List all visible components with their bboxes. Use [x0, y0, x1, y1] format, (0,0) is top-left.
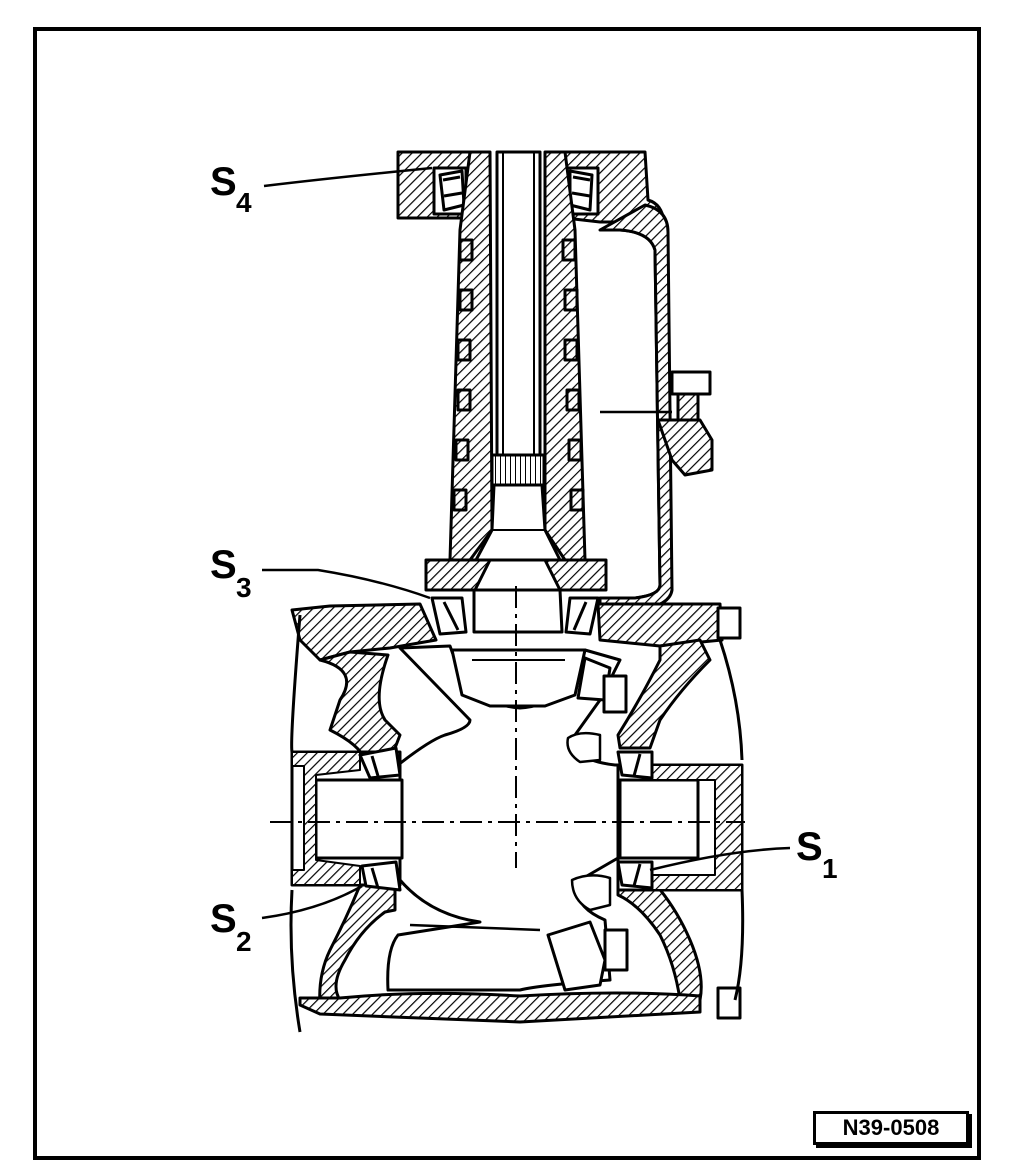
reference-code: N39-0508: [813, 1111, 969, 1145]
bearing-s4-left: [432, 166, 468, 216]
bearing-s1-upper: [616, 750, 654, 780]
label-s1: S 1: [796, 825, 838, 884]
label-s3: S 3: [210, 543, 252, 603]
casing-outline-left: [289, 614, 302, 1033]
leader-s4: [263, 166, 433, 188]
bearing-s3-right: [564, 596, 600, 636]
drawing-frame: [33, 27, 981, 1160]
casing-top-bolt: [716, 606, 742, 640]
svg-text:S: S: [796, 825, 823, 869]
cage-cutout-lower: [570, 874, 612, 912]
casing-bottom: [298, 991, 702, 1024]
svg-text:S: S: [210, 543, 237, 587]
svg-text:4: 4: [236, 187, 252, 218]
casing-bottom-bolt: [716, 986, 742, 1020]
svg-text:1: 1: [822, 853, 838, 884]
casing-top-left: [290, 602, 438, 662]
casing-top-right: [596, 602, 724, 648]
label-s4: S 4: [210, 160, 252, 218]
bearing-s2-upper: [358, 746, 402, 780]
leader-s2: [261, 884, 363, 920]
tube-fins-right: [561, 238, 585, 512]
svg-text:S: S: [210, 160, 237, 204]
collar-right: [543, 558, 608, 592]
bearing-s2-lower: [360, 860, 402, 892]
collar-left: [424, 558, 492, 592]
casing-wall-left-lower: [318, 883, 397, 1007]
bearing-s3-left: [430, 596, 468, 636]
side-housing-hatch: [598, 203, 674, 612]
label-s2: S 2: [210, 897, 252, 957]
lower-gear-bolt: [603, 928, 629, 972]
casing-wall-left: [318, 650, 402, 762]
pinion-cone: [450, 648, 587, 708]
lower-gear: [546, 920, 607, 992]
leader-s3: [262, 568, 431, 600]
side-bolt: [656, 370, 714, 477]
svg-text:2: 2: [236, 926, 252, 957]
casing-wall-right-lower: [616, 876, 703, 1002]
svg-text:S: S: [210, 897, 237, 941]
pinion-head: [472, 588, 564, 634]
left-flange-hatch: [291, 751, 361, 886]
casing-outline-right: [718, 639, 745, 1001]
cage-cutout-upper: [566, 731, 602, 764]
shaft-spline: [490, 453, 546, 487]
svg-text:3: 3: [236, 572, 252, 603]
tube-fins-left: [452, 238, 474, 512]
pinion-bolt: [602, 674, 628, 714]
bearing-s1-lower: [616, 860, 654, 890]
casing-wall-right: [616, 638, 712, 750]
leader-s1: [649, 846, 791, 872]
